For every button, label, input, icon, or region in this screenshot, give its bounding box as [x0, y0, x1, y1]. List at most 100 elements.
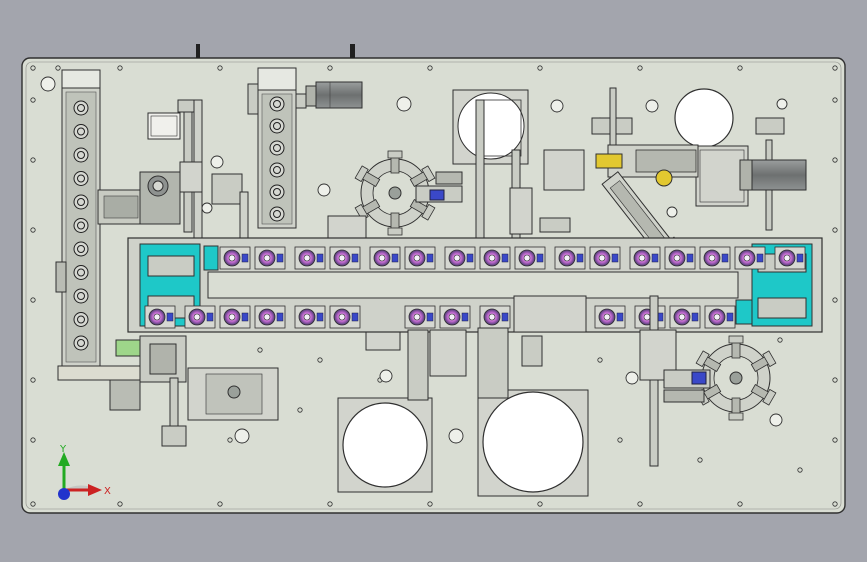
mounting-hole [30, 157, 36, 163]
clearance-hole [769, 413, 783, 427]
feeder-part [269, 118, 285, 134]
clearance-hole [234, 428, 250, 444]
mounting-hole [317, 357, 323, 363]
mounting-hole [55, 65, 61, 71]
mounting-hole [832, 157, 838, 163]
lower-left-station [115, 335, 279, 447]
mounting-hole [832, 227, 838, 233]
mounting-hole [30, 377, 36, 383]
diagonal-arm [543, 87, 699, 270]
mounting-hole [30, 437, 36, 443]
indexer-arm [728, 335, 744, 359]
clearance-hole [448, 428, 464, 444]
mounting-hole [597, 357, 603, 363]
mounting-hole [617, 437, 623, 443]
left-vertical-feeder [55, 69, 159, 411]
mounting-hole [257, 347, 263, 353]
cable-stub-right [350, 44, 355, 58]
mounting-hole [327, 65, 333, 71]
indexer-arm [409, 165, 436, 188]
feeder-part [73, 312, 89, 327]
clearance-hole [550, 99, 564, 113]
feeder-part [269, 96, 285, 112]
pick-unit-d [539, 217, 571, 233]
pneumatic-cylinder-upper [415, 171, 463, 203]
mounting-hole [832, 377, 838, 383]
pick-unit-c [509, 187, 533, 235]
triad-z-axis [58, 488, 70, 500]
mounting-hole [537, 501, 543, 507]
mounting-hole [217, 501, 223, 507]
top-vertical-feeder [247, 67, 307, 229]
feeder-part [73, 265, 89, 280]
indexer-arm [387, 212, 403, 236]
mounting-hole [117, 501, 123, 507]
mounting-hole [832, 65, 838, 71]
indexer-arm [387, 150, 403, 174]
triad-y-label: Y [59, 444, 67, 455]
mounting-hole [30, 297, 36, 303]
indexer-arm [354, 165, 381, 188]
mounting-hole [777, 337, 783, 343]
mounting-hole [30, 501, 36, 507]
feeder-part [73, 241, 89, 257]
feeder-part [269, 206, 285, 222]
clearance-hole [666, 206, 678, 218]
base-plate-inner-edge [25, 61, 842, 510]
clearance-hole [40, 76, 56, 92]
indexer-arm [728, 397, 744, 421]
feeder-part [73, 124, 89, 139]
clearance-hole [210, 155, 224, 169]
right-motor [739, 159, 807, 191]
feeder-part [269, 140, 285, 156]
clearance-hole [201, 202, 213, 214]
mounting-hole [297, 407, 303, 413]
clearance-holes [40, 76, 788, 444]
coordinate-triad: Y X [58, 444, 111, 500]
mounting-hole [697, 457, 703, 463]
tray-plate-bottom-center [477, 389, 589, 497]
main-conveyor [127, 237, 823, 333]
indexer-arm [409, 198, 436, 221]
mounting-hole [30, 97, 36, 103]
rotary-indexer-upper [354, 150, 436, 236]
feeder-part [269, 162, 285, 178]
feeder-part [269, 184, 285, 200]
clearance-hole [625, 371, 639, 385]
mounting-hole [832, 97, 838, 103]
mounting-hole [797, 467, 803, 473]
mounting-hole [637, 65, 643, 71]
mounting-hole [637, 501, 643, 507]
rotary-indexer-lower [695, 335, 777, 421]
clearance-hole [317, 183, 331, 197]
clearance-hole [379, 369, 393, 383]
cable-stub-left [196, 44, 200, 58]
mounting-hole [227, 437, 233, 443]
feeder-part [73, 100, 89, 116]
mounting-hole [117, 65, 123, 71]
lower-cylinders [407, 295, 677, 467]
feeder-part [73, 194, 89, 210]
triad-x-label: X [104, 486, 111, 497]
feeder-part [73, 288, 89, 304]
indexer-arm [750, 350, 777, 373]
mounting-hole [737, 501, 743, 507]
clearance-hole [645, 99, 659, 113]
clearance-hole [776, 98, 788, 110]
feeder-part [73, 218, 89, 233]
mounting-hole [832, 297, 838, 303]
feeder-part [73, 171, 89, 186]
mounting-hole [832, 501, 838, 507]
feeder-part [73, 335, 89, 351]
tray-plate-bottom-left [337, 397, 433, 493]
mounting-hole [832, 437, 838, 443]
mounting-hole [427, 65, 433, 71]
feeder-part [73, 147, 89, 163]
upper-left-module [139, 99, 249, 263]
mounting-hole [30, 227, 36, 233]
mounting-hole [537, 65, 543, 71]
indexer-arm [750, 383, 777, 406]
pneumatic-cylinder-lower [663, 369, 711, 403]
